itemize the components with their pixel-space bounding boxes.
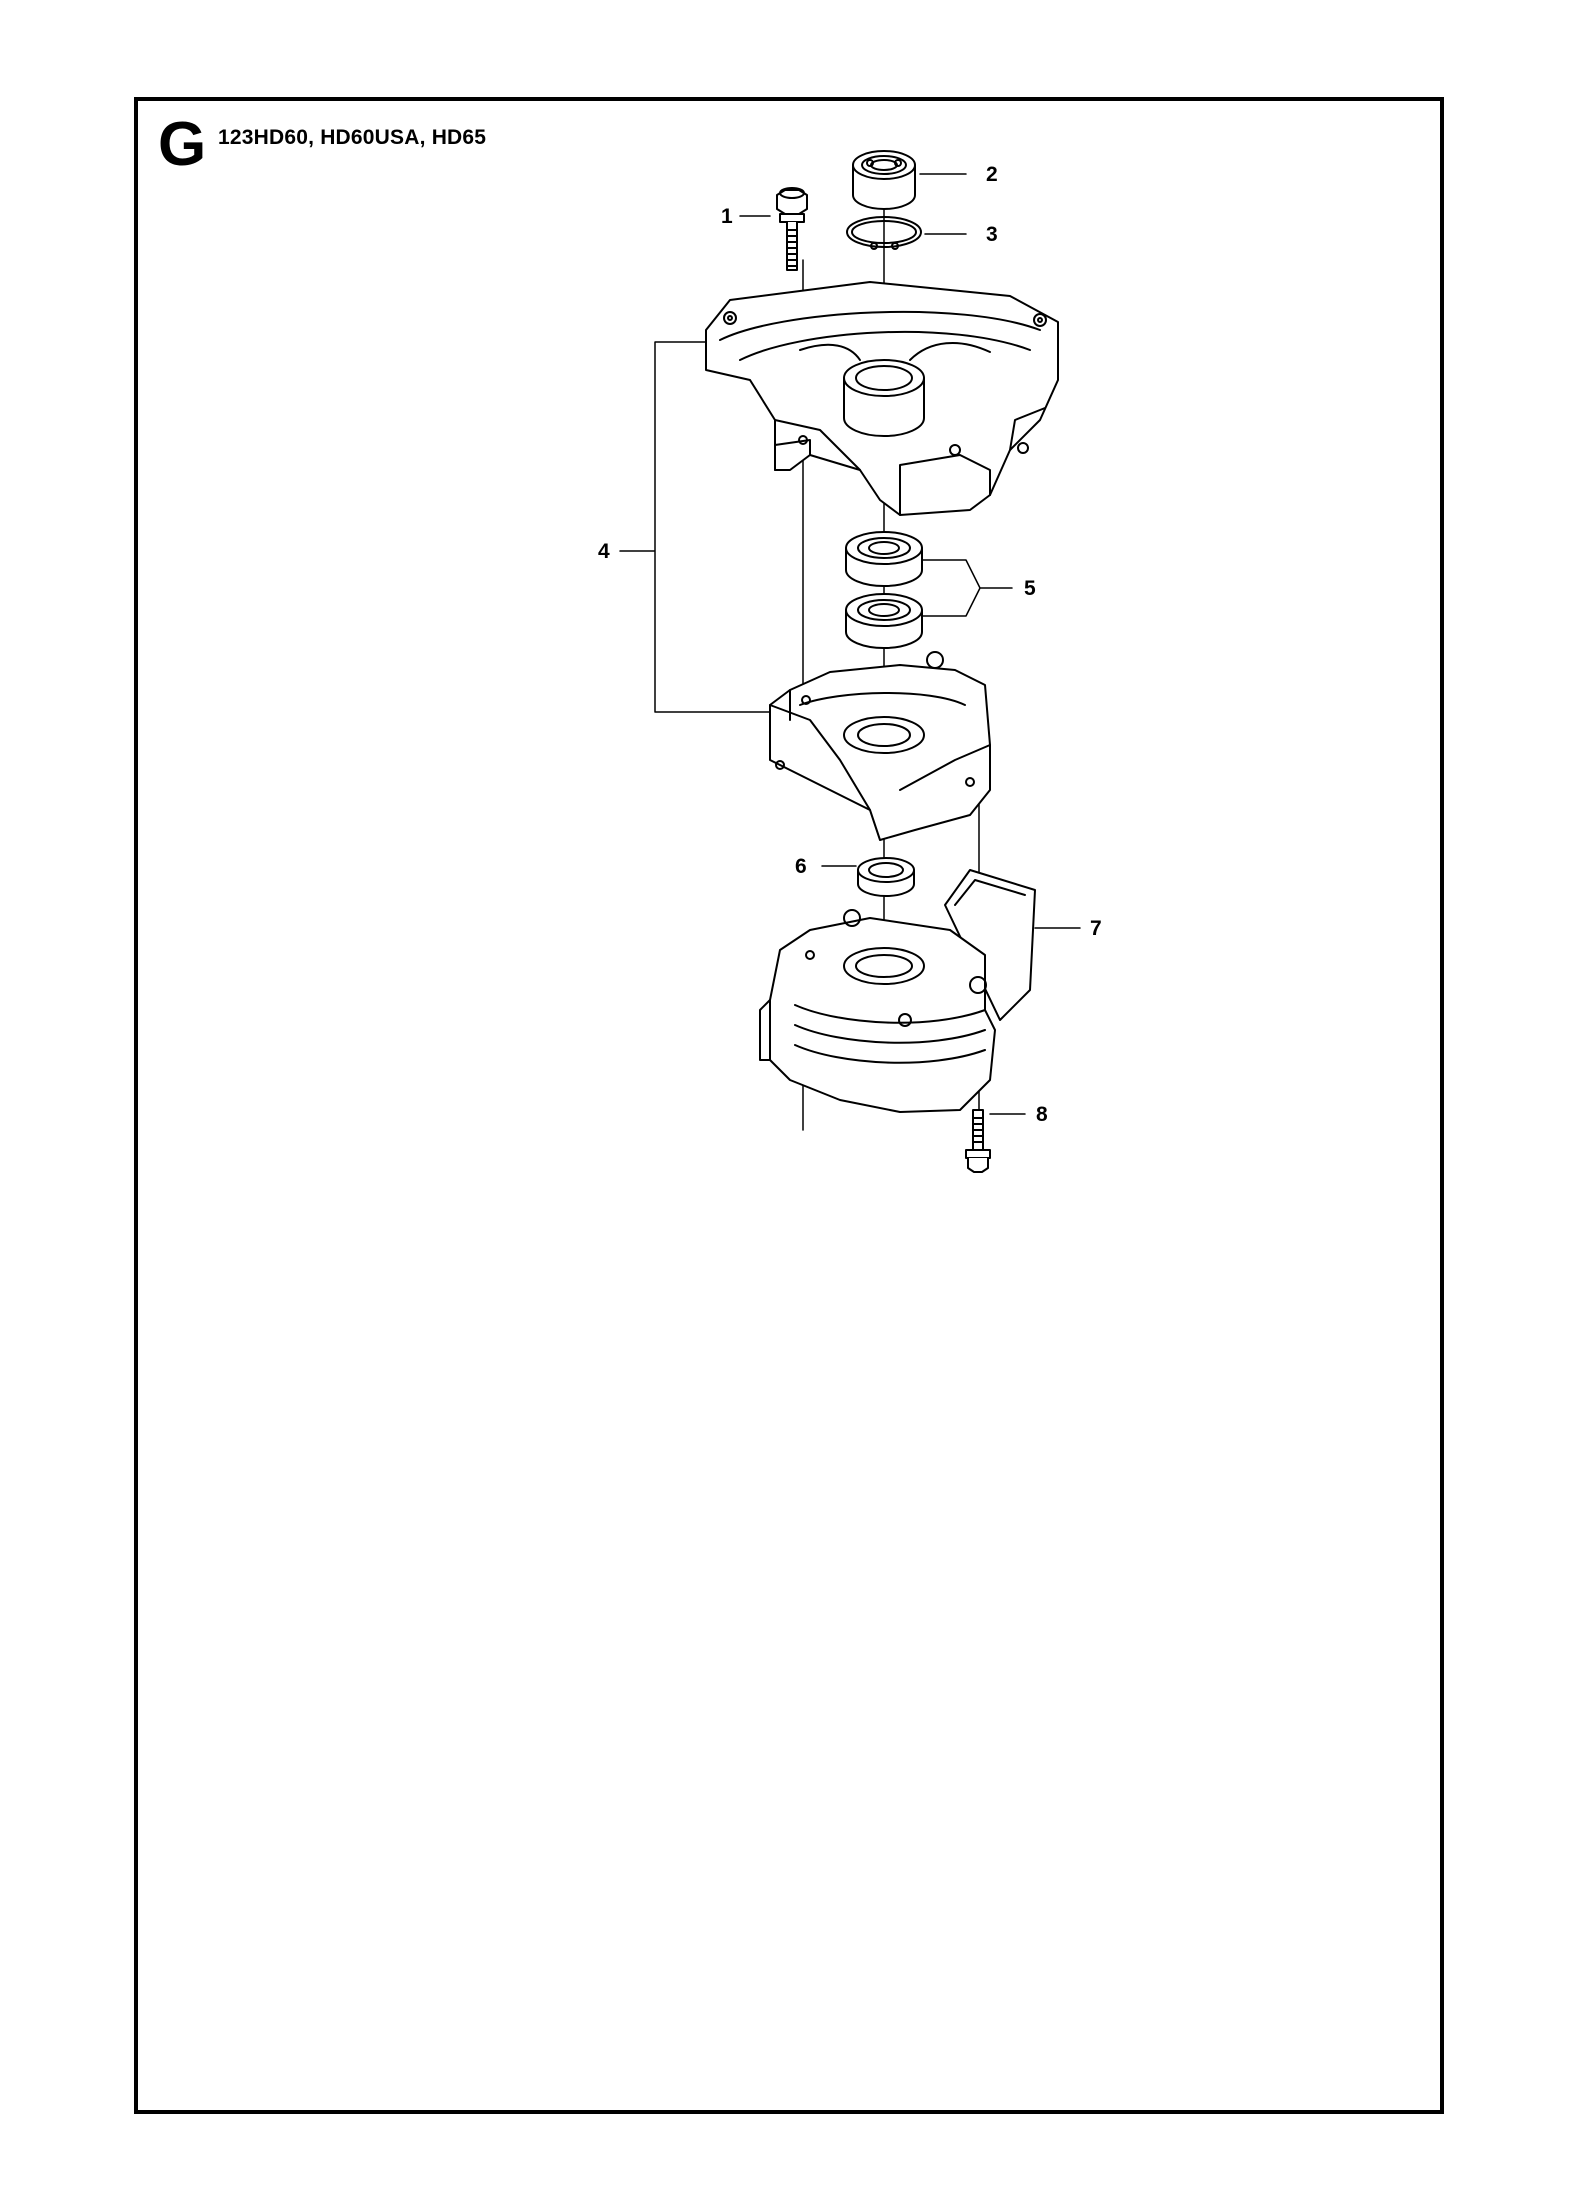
callout-3: 3 [986, 223, 998, 246]
callout-2: 2 [986, 163, 998, 186]
callout-1: 1 [721, 205, 733, 228]
callout-4: 4 [598, 540, 610, 563]
callout-7: 7 [1090, 917, 1102, 940]
page-frame [134, 97, 1444, 2114]
part-oil-seal-6 [857, 857, 915, 897]
model-list: 123HD60, HD60USA, HD65 [218, 126, 487, 149]
section-letter: G [158, 110, 207, 179]
part-screw-8 [965, 1109, 991, 1173]
part-circlip-3 [846, 216, 922, 250]
callout-labels: 1 2 3 4 5 6 7 8 [598, 163, 1102, 1126]
part-bearing-2 [852, 150, 916, 210]
callout-5: 5 [1024, 577, 1036, 600]
part-bearing-pair-5 [845, 531, 923, 649]
part-screw-1 [776, 187, 808, 271]
part-crankcase-lower-4 [769, 651, 991, 841]
callout-6: 6 [795, 855, 807, 878]
part-cover-7 [759, 869, 1036, 1113]
callout-8: 8 [1036, 1103, 1048, 1126]
callout-leaders [619, 173, 1081, 1115]
part-crankcase-upper-4 [705, 281, 1059, 516]
